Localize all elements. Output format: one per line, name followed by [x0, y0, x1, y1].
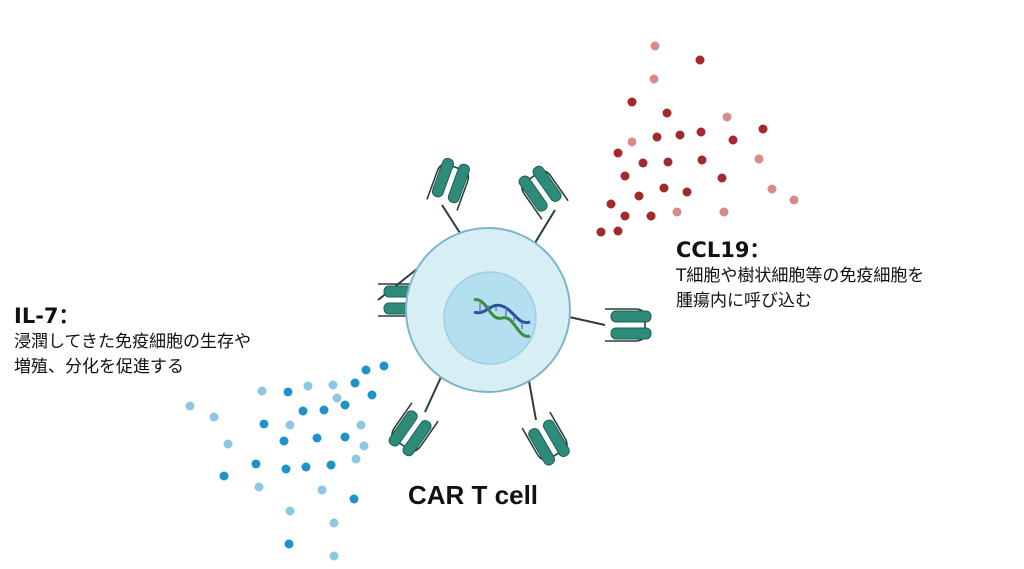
il7-molecule: [367, 390, 377, 400]
ccl19-molecules: [596, 41, 799, 237]
il7-molecule: [317, 485, 327, 495]
receptor-stalk: [528, 380, 537, 421]
ccl19-molecule: [754, 154, 764, 164]
ccl19-desc-line2: 腫瘍内に呼び込む: [676, 291, 812, 311]
il7-molecule: [312, 433, 322, 443]
ccl19-title: CCL19：: [676, 238, 771, 262]
ccl19-molecule: [696, 127, 706, 137]
ccl19-molecule: [672, 207, 682, 217]
receptor-stalk: [424, 376, 442, 413]
dna-helix-icon: [473, 298, 531, 338]
il7-molecule: [283, 387, 293, 397]
il7-molecule: [340, 400, 350, 410]
receptor-stalk: [534, 209, 556, 244]
car-receptors: [377, 157, 652, 466]
ccl19-molecule: [659, 183, 669, 193]
il7-molecule: [319, 405, 329, 415]
ccl19-molecule: [650, 41, 660, 51]
receptor-icon: [518, 165, 569, 220]
il7-molecule: [359, 441, 369, 451]
receptor-icon: [426, 157, 470, 211]
ccl19-molecule: [613, 148, 623, 158]
il7-molecule: [303, 381, 313, 391]
cell-caption: CAR T cell: [408, 480, 539, 510]
il7-desc-line2: 増殖、分化を促進する: [14, 357, 184, 377]
t-cell: [405, 227, 571, 393]
il7-molecule: [356, 420, 366, 430]
receptor-icon: [605, 308, 652, 342]
ccl19-molecule: [606, 199, 616, 209]
il7-molecule: [361, 365, 371, 375]
il7-molecule: [209, 412, 219, 422]
il7-molecule: [185, 401, 195, 411]
ccl19-molecule: [728, 135, 738, 145]
il7-molecule: [340, 432, 350, 442]
il7-molecule: [332, 393, 342, 403]
il7-molecule: [259, 419, 269, 429]
ccl19-molecule: [758, 124, 768, 134]
il7-molecule: [284, 539, 294, 549]
il7-molecule: [285, 420, 295, 430]
il7-molecule: [281, 464, 291, 474]
ccl19-molecule: [627, 97, 637, 107]
il7-molecule: [329, 518, 339, 528]
il7-molecule: [350, 378, 360, 388]
ccl19-desc-line1: T細胞や樹状細胞等の免疫細胞を: [676, 266, 925, 286]
il7-molecule: [351, 454, 361, 464]
il7-molecule: [251, 459, 261, 469]
ccl19-molecule: [620, 171, 630, 181]
cell-nucleus: [443, 271, 537, 365]
ccl19-molecule: [682, 187, 692, 197]
il7-label: IL-7： 浸潤してきた免疫細胞の生存や 増殖、分化を促進する: [14, 300, 251, 380]
il7-molecule: [219, 471, 229, 481]
il7-molecules: [185, 361, 389, 561]
il7-molecule: [223, 439, 233, 449]
receptor-stalk: [569, 316, 606, 326]
il7-molecule: [326, 460, 336, 470]
ccl19-molecule: [620, 211, 630, 221]
il7-molecule: [298, 406, 308, 416]
ccl19-molecule: [767, 184, 777, 194]
ccl19-molecule: [634, 191, 644, 201]
ccl19-molecule: [646, 211, 656, 221]
il7-molecule: [279, 436, 289, 446]
receptor-icon: [521, 411, 570, 466]
ccl19-molecule: [722, 112, 732, 122]
ccl19-molecule: [649, 74, 659, 84]
il7-molecule: [254, 482, 264, 492]
il7-title: IL-7：: [14, 304, 80, 328]
il7-molecule: [301, 462, 311, 472]
il7-molecule: [328, 380, 338, 390]
ccl19-molecule: [697, 155, 707, 165]
ccl19-molecule: [613, 226, 623, 236]
il7-molecule: [349, 494, 359, 504]
il7-molecule: [379, 361, 389, 371]
il7-desc-line1: 浸潤してきた免疫細胞の生存や: [14, 332, 251, 352]
ccl19-molecule: [638, 158, 648, 168]
ccl19-molecule: [675, 130, 685, 140]
ccl19-molecule: [596, 227, 606, 237]
receptor-icon: [388, 402, 439, 457]
ccl19-molecule: [717, 173, 727, 183]
ccl19-molecule: [652, 132, 662, 142]
ccl19-molecule: [719, 207, 729, 217]
ccl19-molecule: [663, 157, 673, 167]
receptor-stalk: [441, 204, 461, 234]
ccl19-molecule: [662, 108, 672, 118]
ccl19-molecule: [789, 195, 799, 205]
ccl19-molecule: [695, 55, 705, 65]
il7-molecule: [285, 506, 295, 516]
ccl19-molecule: [627, 137, 637, 147]
il7-molecule: [329, 551, 339, 561]
ccl19-label: CCL19： T細胞や樹状細胞等の免疫細胞を 腫瘍内に呼び込む: [676, 234, 924, 314]
il7-molecule: [257, 386, 267, 396]
